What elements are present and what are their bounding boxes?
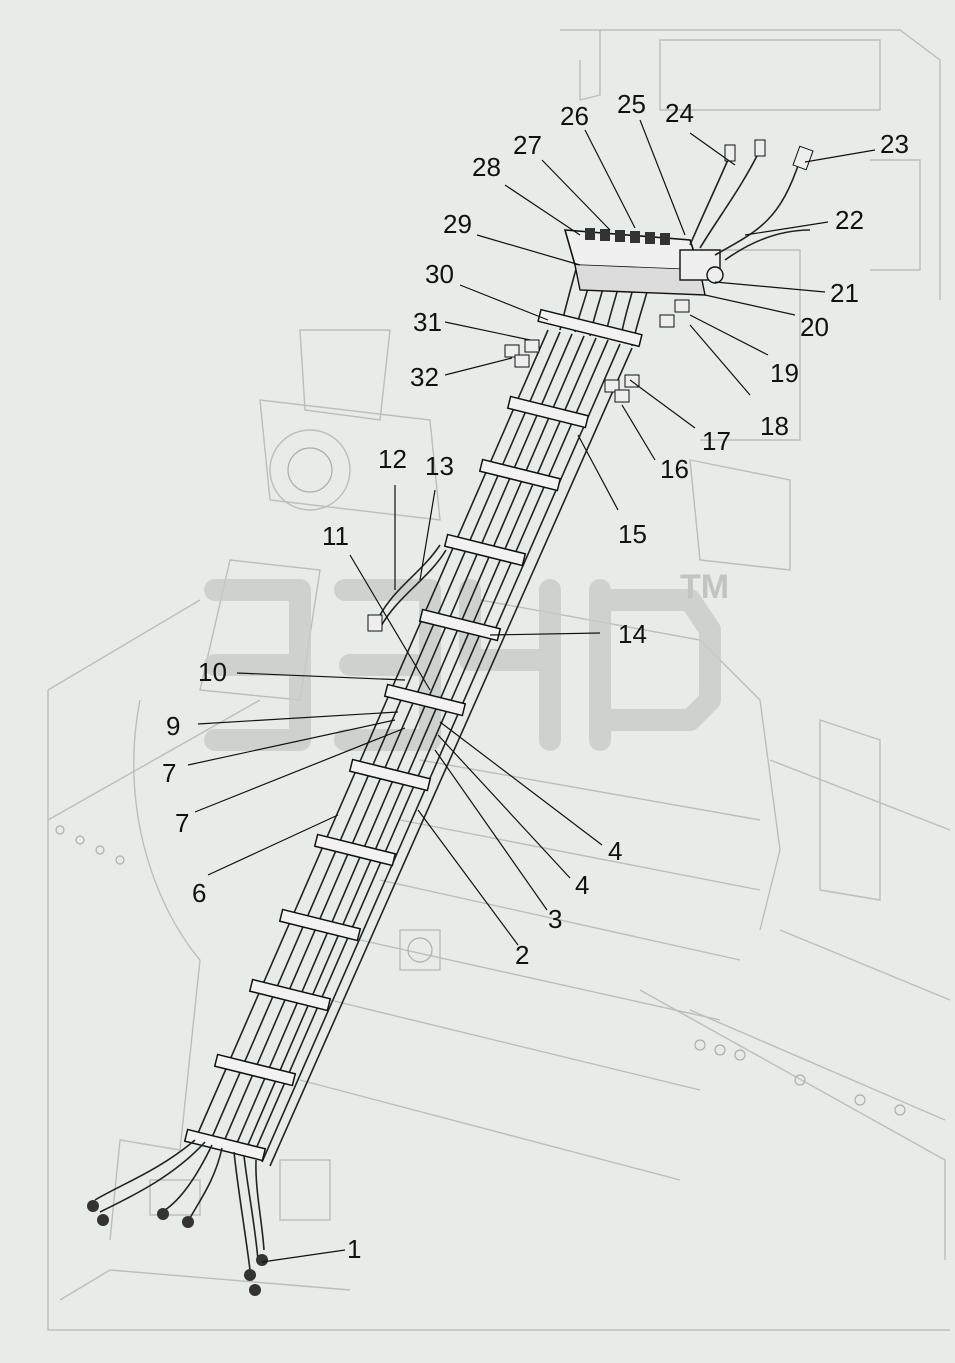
callout-1: 1 <box>347 1234 361 1264</box>
callout-27: 27 <box>513 130 542 160</box>
hose-clamps <box>183 308 643 1162</box>
callout-7a: 7 <box>162 758 176 788</box>
callout-29: 29 <box>443 209 472 239</box>
callout-6: 6 <box>192 878 206 908</box>
callout-25: 25 <box>617 89 646 119</box>
watermark-logo: TM <box>204 568 729 751</box>
hose-ends-bottom <box>87 1139 268 1296</box>
callout-7b: 7 <box>175 808 189 838</box>
callout-10: 10 <box>198 657 227 687</box>
callout-18: 18 <box>760 411 789 441</box>
callout-15: 15 <box>618 519 647 549</box>
callout-2: 2 <box>515 940 529 970</box>
callout-24: 24 <box>665 98 694 128</box>
callout-4a: 4 <box>575 870 589 900</box>
callout-17: 17 <box>702 426 731 456</box>
callout-3: 3 <box>548 904 562 934</box>
hoses-top <box>689 139 814 261</box>
callout-23: 23 <box>880 129 909 159</box>
callout-labels: 1 2 3 4 4 6 7 7 9 10 11 12 13 14 15 16 1… <box>162 89 909 1264</box>
callout-26: 26 <box>560 101 589 131</box>
callout-32: 32 <box>410 362 439 392</box>
fitting-groups <box>504 299 690 403</box>
watermark-tm: TM <box>680 568 729 606</box>
callout-31: 31 <box>413 307 442 337</box>
machine-frame-background <box>47 29 951 1331</box>
callout-30: 30 <box>425 259 454 289</box>
callout-20: 20 <box>800 312 829 342</box>
callout-16: 16 <box>660 454 689 484</box>
callout-14: 14 <box>618 619 647 649</box>
callout-12: 12 <box>378 444 407 474</box>
callout-19: 19 <box>770 358 799 388</box>
callout-22: 22 <box>835 205 864 235</box>
callout-13: 13 <box>425 451 454 481</box>
callout-11: 11 <box>322 521 349 551</box>
callout-21: 21 <box>830 278 859 308</box>
valve-block <box>563 228 724 296</box>
leader-lines <box>187 119 876 1263</box>
callout-9: 9 <box>166 711 180 741</box>
callout-4b: 4 <box>608 836 622 866</box>
callout-28: 28 <box>472 152 501 182</box>
side-hoses-left <box>367 544 447 632</box>
